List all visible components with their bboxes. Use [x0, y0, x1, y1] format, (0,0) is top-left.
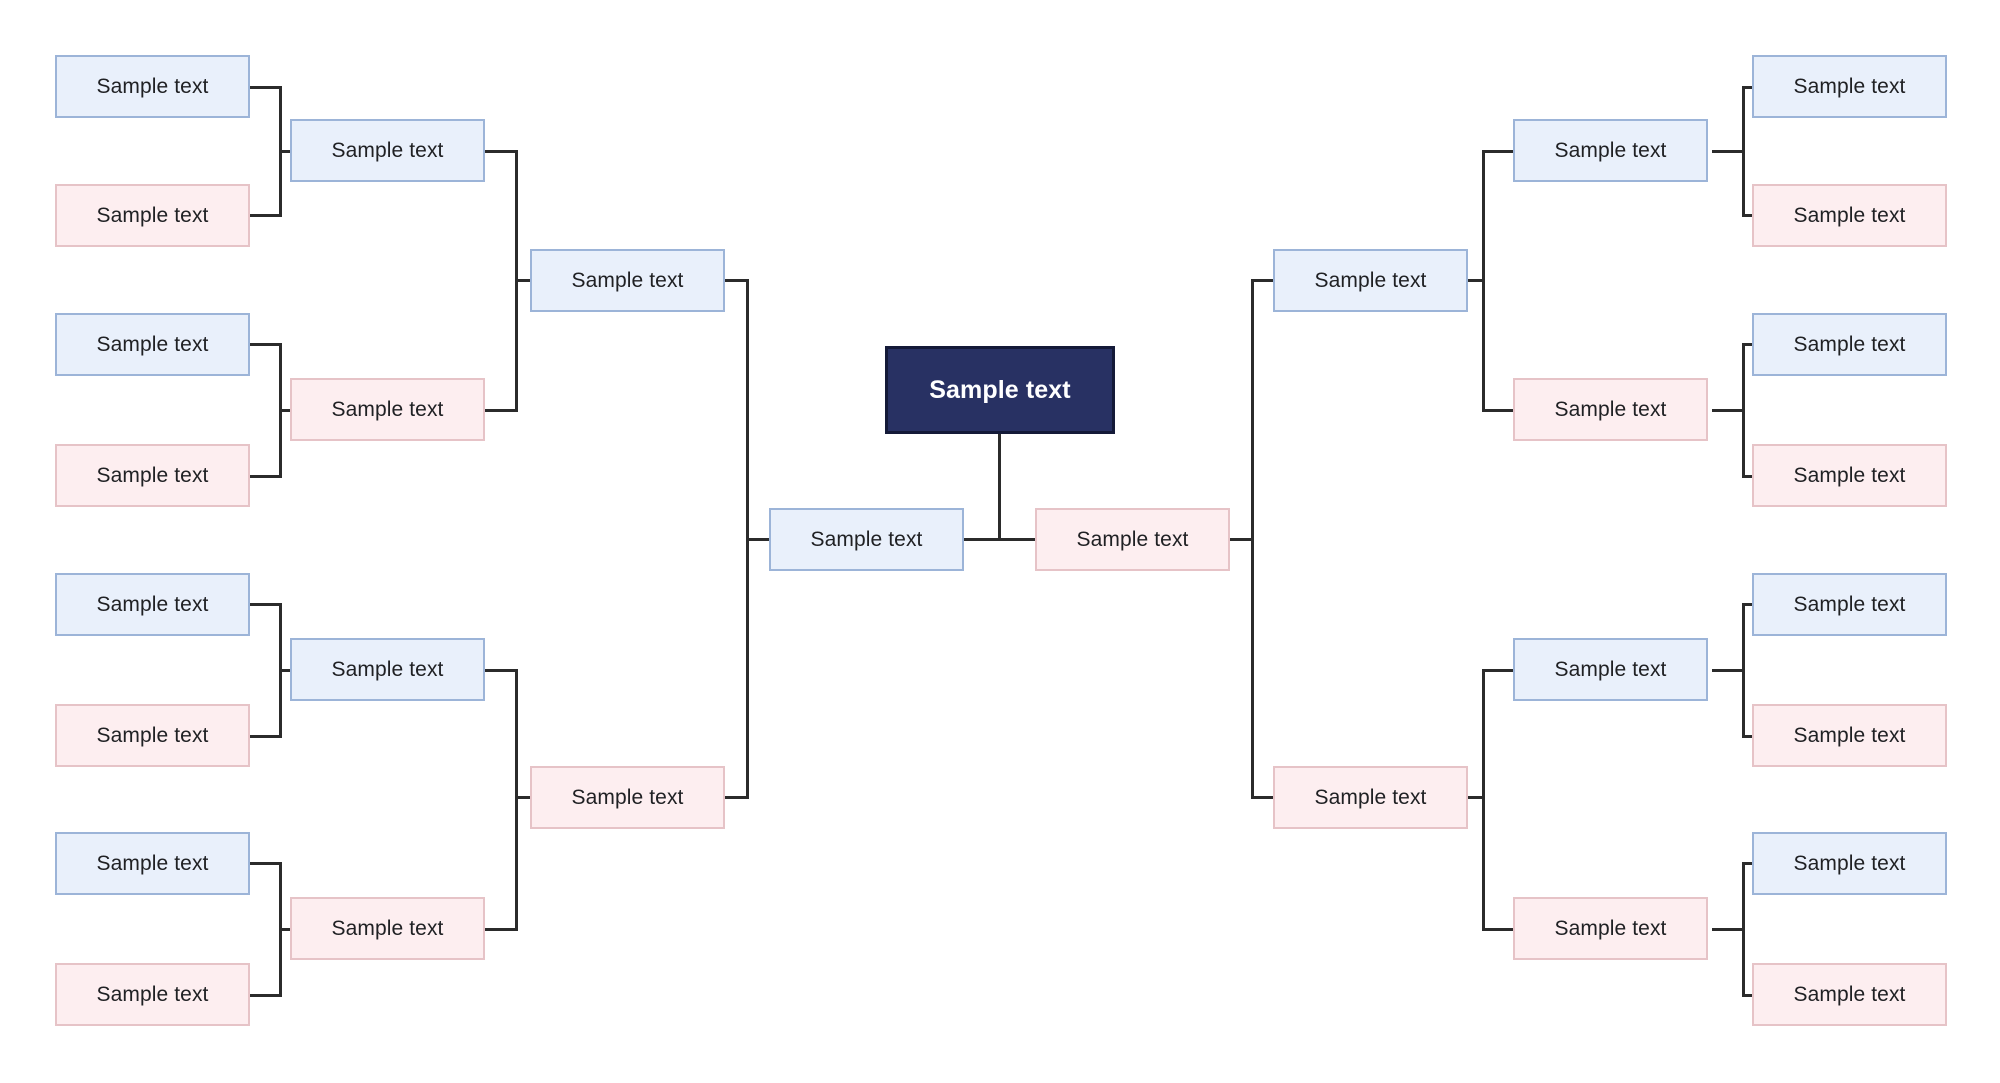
node-right-sub-4[interactable]: Sample text	[1513, 897, 1708, 960]
connector	[1742, 86, 1745, 217]
connector	[250, 86, 282, 89]
node-right-leaf-6[interactable]: Sample text	[1752, 704, 1947, 767]
node-left-sub-1[interactable]: Sample text	[290, 119, 485, 182]
node-center-left[interactable]: Sample text	[769, 508, 964, 571]
connector	[1251, 279, 1254, 799]
connector	[515, 279, 535, 282]
connector	[1482, 409, 1515, 412]
node-left-branch-2[interactable]: Sample text	[530, 766, 725, 829]
connector	[1482, 150, 1485, 412]
node-left-sub-2[interactable]: Sample text	[290, 378, 485, 441]
connector	[1251, 796, 1276, 799]
connector	[485, 150, 518, 153]
connector	[515, 796, 535, 799]
connector	[250, 603, 282, 606]
node-left-leaf-7[interactable]: Sample text	[55, 832, 250, 895]
connector	[515, 669, 518, 931]
connector	[1465, 279, 1485, 282]
node-right-leaf-1[interactable]: Sample text	[1752, 55, 1947, 118]
connector	[1482, 928, 1515, 931]
connector	[250, 343, 282, 346]
node-right-branch-1[interactable]: Sample text	[1273, 249, 1468, 312]
connector	[998, 434, 1001, 540]
connector	[250, 475, 282, 478]
node-right-sub-1[interactable]: Sample text	[1513, 119, 1708, 182]
node-left-leaf-1[interactable]: Sample text	[55, 55, 250, 118]
connector	[1228, 538, 1254, 541]
connector	[1712, 409, 1745, 412]
node-left-leaf-4[interactable]: Sample text	[55, 444, 250, 507]
node-right-leaf-7[interactable]: Sample text	[1752, 832, 1947, 895]
node-right-sub-3[interactable]: Sample text	[1513, 638, 1708, 701]
connector	[746, 538, 772, 541]
connector	[724, 279, 749, 282]
connector	[1712, 669, 1745, 672]
connector	[1482, 150, 1515, 153]
connector	[1742, 603, 1745, 738]
connector	[1712, 928, 1745, 931]
connector	[250, 994, 282, 997]
node-left-leaf-8[interactable]: Sample text	[55, 963, 250, 1026]
node-root[interactable]: Sample text	[885, 346, 1115, 434]
connector	[250, 735, 282, 738]
node-right-leaf-8[interactable]: Sample text	[1752, 963, 1947, 1026]
node-left-leaf-3[interactable]: Sample text	[55, 313, 250, 376]
connector	[485, 669, 518, 672]
node-left-sub-4[interactable]: Sample text	[290, 897, 485, 960]
connector	[1712, 150, 1745, 153]
node-left-leaf-6[interactable]: Sample text	[55, 704, 250, 767]
node-left-branch-1[interactable]: Sample text	[530, 249, 725, 312]
node-left-sub-3[interactable]: Sample text	[290, 638, 485, 701]
connector	[1742, 862, 1745, 997]
node-left-leaf-2[interactable]: Sample text	[55, 184, 250, 247]
node-right-leaf-2[interactable]: Sample text	[1752, 184, 1947, 247]
connector	[1742, 343, 1745, 478]
connector	[1482, 669, 1485, 931]
connector	[250, 862, 282, 865]
connector	[250, 214, 282, 217]
connector	[485, 409, 518, 412]
node-right-branch-2[interactable]: Sample text	[1273, 766, 1468, 829]
node-center-right[interactable]: Sample text	[1035, 508, 1230, 571]
node-right-leaf-5[interactable]: Sample text	[1752, 573, 1947, 636]
node-right-leaf-4[interactable]: Sample text	[1752, 444, 1947, 507]
connector	[1251, 279, 1276, 282]
node-right-sub-2[interactable]: Sample text	[1513, 378, 1708, 441]
connector	[1482, 669, 1515, 672]
node-right-leaf-3[interactable]: Sample text	[1752, 313, 1947, 376]
connector	[1465, 796, 1485, 799]
node-left-leaf-5[interactable]: Sample text	[55, 573, 250, 636]
connector	[485, 928, 518, 931]
connector	[724, 796, 749, 799]
